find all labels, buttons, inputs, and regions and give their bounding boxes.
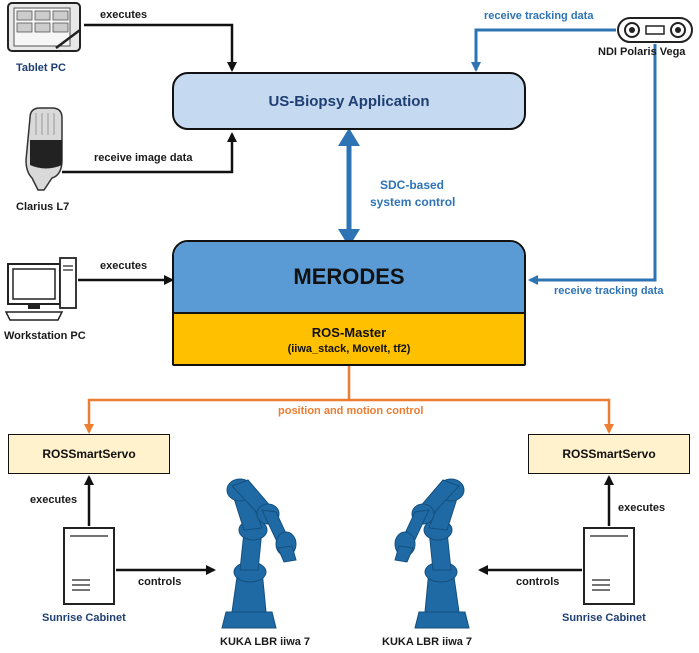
clarius-l7-probe-icon	[25, 107, 63, 191]
ros-master-sublabel: (iiwa_stack, MoveIt, tf2)	[287, 343, 411, 355]
ndi-polaris-vega-icon	[617, 17, 693, 43]
edge-label-sdc-line1: SDC-based	[380, 178, 445, 192]
edge-label-clarius-receive: receive image data	[94, 152, 193, 164]
rossmartservo-left-label: ROSSmartServo	[42, 447, 136, 461]
tablet-pc-icon	[7, 2, 81, 52]
arrow-tablet-to-us-biopsy	[84, 23, 237, 72]
us-biopsy-application-box: US-Biopsy Application	[172, 72, 526, 130]
sunrise-cabinet-left-label: Sunrise Cabinet	[42, 612, 126, 624]
workstation-pc-label: Workstation PC	[4, 330, 86, 342]
rossmartservo-right-box: ROSSmartServo	[528, 434, 690, 474]
ndi-polaris-vega-label: NDI Polaris Vega	[598, 46, 686, 58]
kuka-robot-left-icon	[221, 478, 297, 629]
clarius-l7-label: Clarius L7	[16, 201, 70, 213]
merodes-label: MERODES	[293, 264, 405, 289]
arrow-ros-to-right-smartservo	[349, 398, 614, 434]
arrow-ndi-to-us-biopsy	[471, 28, 616, 72]
edge-label-position-motion: position and motion control	[278, 405, 424, 417]
edge-label-right-controls: controls	[516, 576, 560, 588]
ros-master-label: ROS-Master	[311, 325, 387, 340]
arrow-clarius-to-us-biopsy	[62, 132, 237, 174]
tablet-pc-label: Tablet PC	[16, 62, 66, 74]
sunrise-cabinet-left-icon	[63, 527, 115, 605]
edge-label-workstation-executes: executes	[100, 260, 148, 272]
sunrise-cabinet-right-label: Sunrise Cabinet	[562, 612, 646, 624]
edge-label-tablet-executes: executes	[100, 9, 148, 21]
kuka-right-label: KUKA LBR iiwa 7	[382, 636, 473, 648]
edge-label-sdc-line2: system control	[370, 195, 456, 209]
ros-master-box: ROS-Master (iiwa_stack, MoveIt, tf2)	[174, 314, 524, 364]
arrow-ros-to-left-smartservo	[84, 366, 351, 434]
sunrise-cabinet-right-icon	[583, 527, 635, 605]
rossmartservo-left-box: ROSSmartServo	[8, 434, 170, 474]
edge-label-ndi-receive-bottom: receive tracking data	[554, 285, 664, 297]
rossmartservo-right-label: ROSSmartServo	[562, 447, 656, 461]
kuka-robot-right-icon	[394, 478, 470, 629]
merodes-box: MERODES	[174, 242, 524, 314]
arrow-ndi-to-merodes	[528, 44, 657, 285]
edge-label-left-controls: controls	[138, 576, 182, 588]
edge-label-ndi-receive-top: receive tracking data	[484, 10, 594, 22]
edge-label-left-executes: executes	[30, 494, 78, 506]
us-biopsy-application-label: US-Biopsy Application	[268, 92, 430, 110]
merodes-ros-group: MERODES ROS-Master (iiwa_stack, MoveIt, …	[172, 240, 526, 366]
kuka-left-label: KUKA LBR iiwa 7	[220, 636, 311, 648]
arrow-sdc-bidirectional	[338, 128, 360, 247]
edge-label-right-executes: executes	[618, 502, 666, 514]
workstation-pc-icon	[4, 257, 77, 321]
